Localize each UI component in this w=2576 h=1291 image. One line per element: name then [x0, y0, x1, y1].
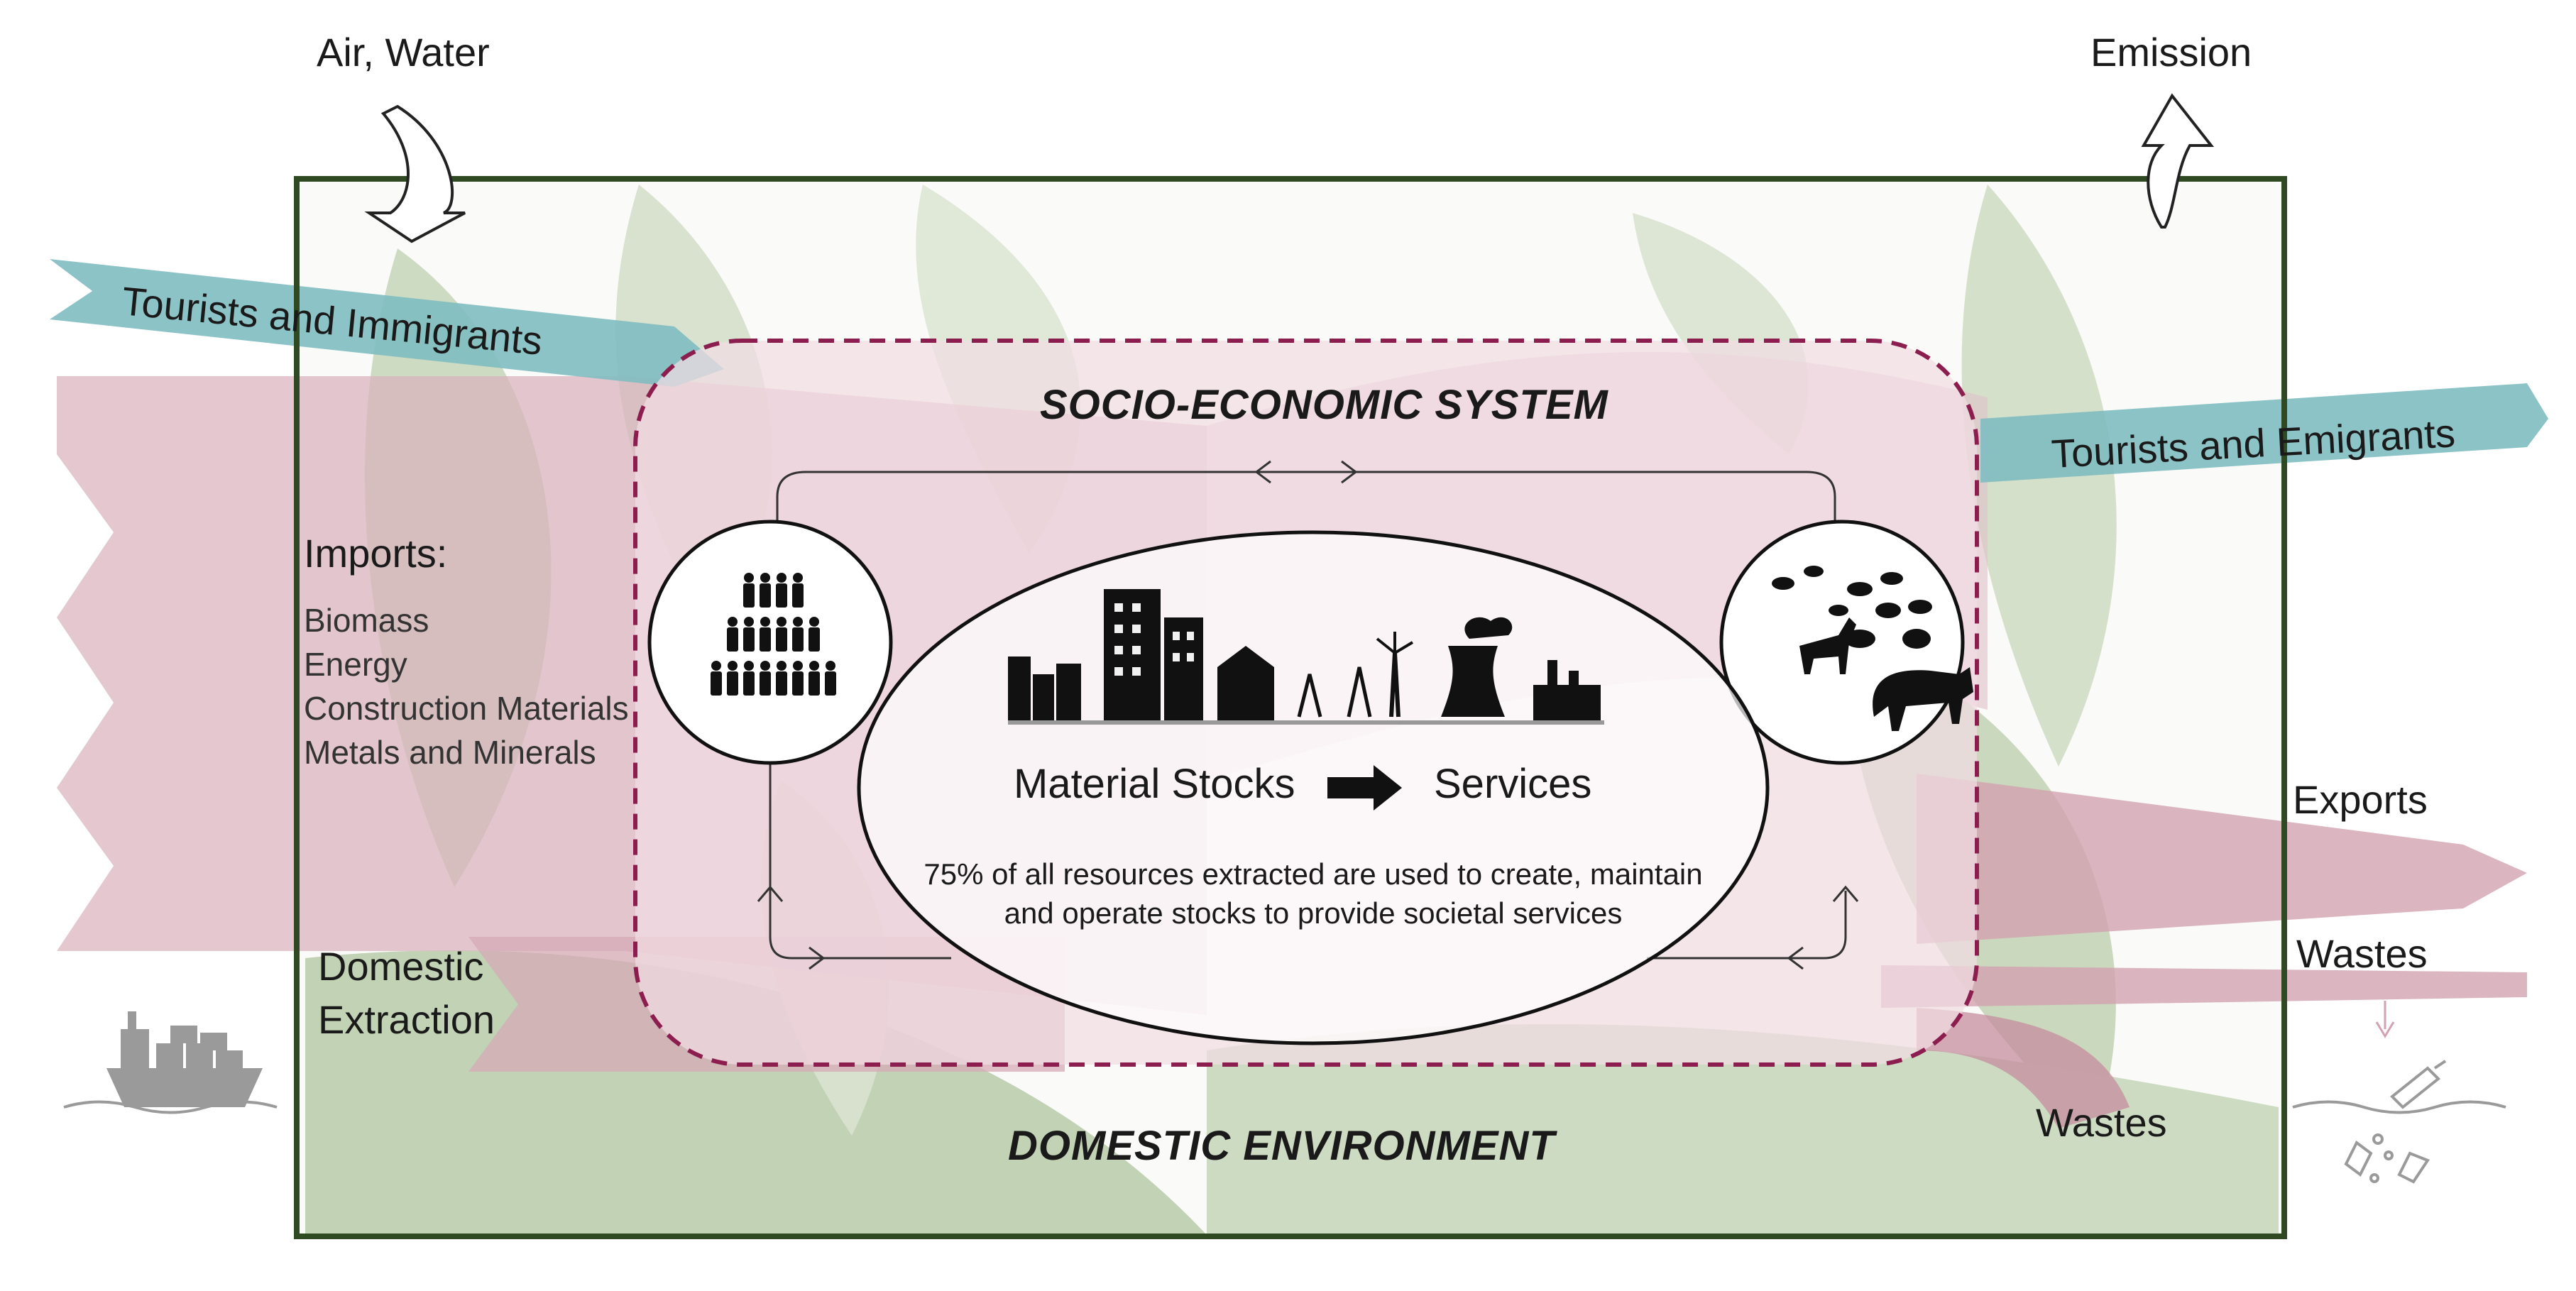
imports-item: Biomass: [304, 602, 429, 639]
livestock-animals-icon: [1772, 566, 1973, 731]
people-pyramid-icon: [711, 573, 836, 696]
livestock-circle: [1719, 520, 1973, 765]
socio-economic-system-title: SOCIO-ECONOMIC SYSTEM: [1040, 382, 1608, 428]
cycle-connectors: [757, 460, 1859, 970]
imports-item: Metals and Minerals: [304, 734, 596, 771]
material-stocks-label: Material Stocks: [1014, 761, 1295, 807]
emission-label: Emission: [2090, 30, 2252, 75]
wastes-environment-label: Wastes: [2036, 1100, 2167, 1145]
imports-item: Energy: [304, 646, 407, 683]
services-label: Services: [1434, 761, 1592, 807]
cargo-ship-icon: [106, 1011, 263, 1107]
wastes-flow-arrow: [1881, 965, 2527, 1008]
sea-waves-right: [2292, 1100, 2506, 1114]
tourists-immigrants-arrow: [50, 259, 724, 387]
domestic-environment-title: DOMESTIC ENVIRONMENT: [1008, 1123, 1555, 1169]
sea-waves: [63, 1100, 278, 1114]
domestic-environment-boundary: [294, 176, 2287, 1239]
domestic-extraction-label-line1: Domestic: [318, 944, 484, 989]
exports-arrow: [1917, 774, 2527, 944]
air-water-label: Air, Water: [317, 30, 490, 75]
population-circle: [647, 520, 893, 765]
ocean-litter-icon: [2344, 1060, 2447, 1184]
wastes-flow-label: Wastes: [2296, 931, 2428, 976]
stocks-to-services-arrow: [1327, 765, 1402, 811]
exports-label: Exports: [2293, 777, 2428, 822]
building-windows: [1114, 603, 1194, 676]
domestic-extraction-label-line2: Extraction: [318, 997, 495, 1042]
export-flows: [1881, 774, 2527, 1128]
resources-note: 75% of all resources extracted are used …: [923, 857, 1703, 930]
emission-arrow: [2141, 93, 2215, 229]
imports-title: Imports:: [304, 531, 448, 576]
imports-item: Construction Materials: [304, 690, 629, 727]
air-water-arrow: [364, 104, 466, 243]
tourists-emigrants-arrow: [1980, 383, 2548, 483]
material-stocks-ellipse: [857, 530, 1770, 1045]
